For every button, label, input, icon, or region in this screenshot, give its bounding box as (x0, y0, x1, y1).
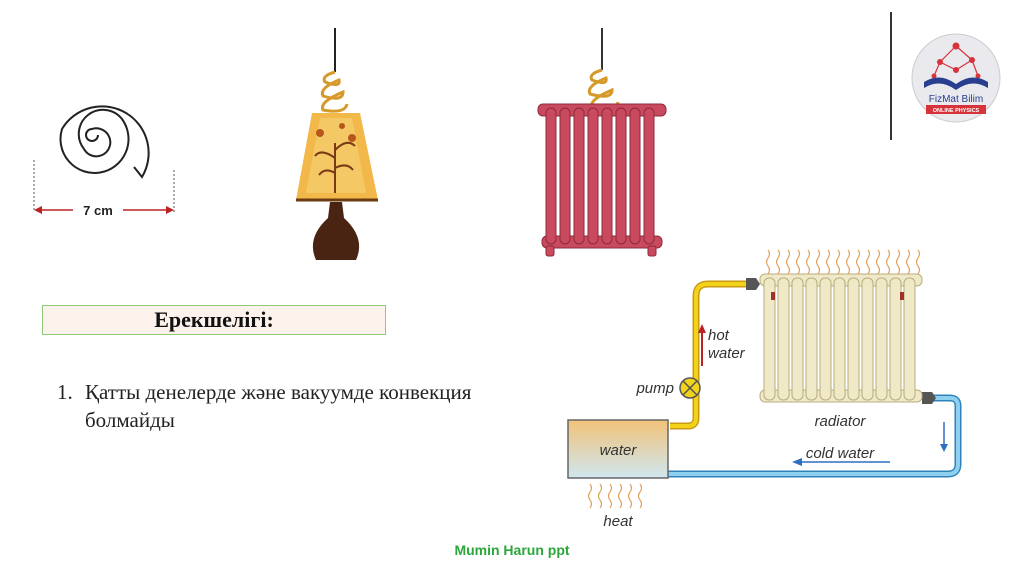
radiator-heat-waves (765, 249, 921, 275)
down-arrow (940, 444, 948, 452)
dimension-label: 7 cm (83, 203, 113, 218)
cold-water-arrow (792, 458, 802, 466)
heading-text: Ерекшелігі: (154, 307, 274, 332)
divider-line (890, 12, 892, 140)
radiator-body (537, 103, 667, 257)
lamp-base (312, 202, 360, 260)
radiator-figure (537, 28, 667, 257)
heat-label: heat (603, 513, 633, 530)
diagram-radiator (759, 273, 923, 403)
logo-subtitle: ONLINE PHYSICS (933, 108, 980, 114)
pump-label: pump (635, 380, 674, 397)
cold-water-label: cold water (806, 445, 875, 462)
fizmat-logo: FizMat Bilim ONLINE PHYSICS (911, 33, 1001, 123)
list-item-number: 1. (57, 380, 73, 404)
radiator-label: radiator (815, 413, 867, 430)
water-label: water (600, 442, 638, 459)
valve-top (746, 278, 760, 290)
spiral-curve (59, 105, 150, 179)
logo-name: FizMat Bilim (929, 94, 983, 105)
water-tank (567, 419, 669, 479)
spiral-figure: 7 cm (33, 105, 175, 218)
valve-bottom (922, 392, 936, 404)
lamp-figure (296, 28, 378, 260)
heat-waves (587, 483, 643, 509)
footer-credit: Mumin Harun ppt (454, 542, 570, 558)
list-item-text: Қатты денелерде және вакуумде конвекция … (85, 380, 472, 432)
heading-box: Ерекшелігі: (42, 305, 386, 335)
